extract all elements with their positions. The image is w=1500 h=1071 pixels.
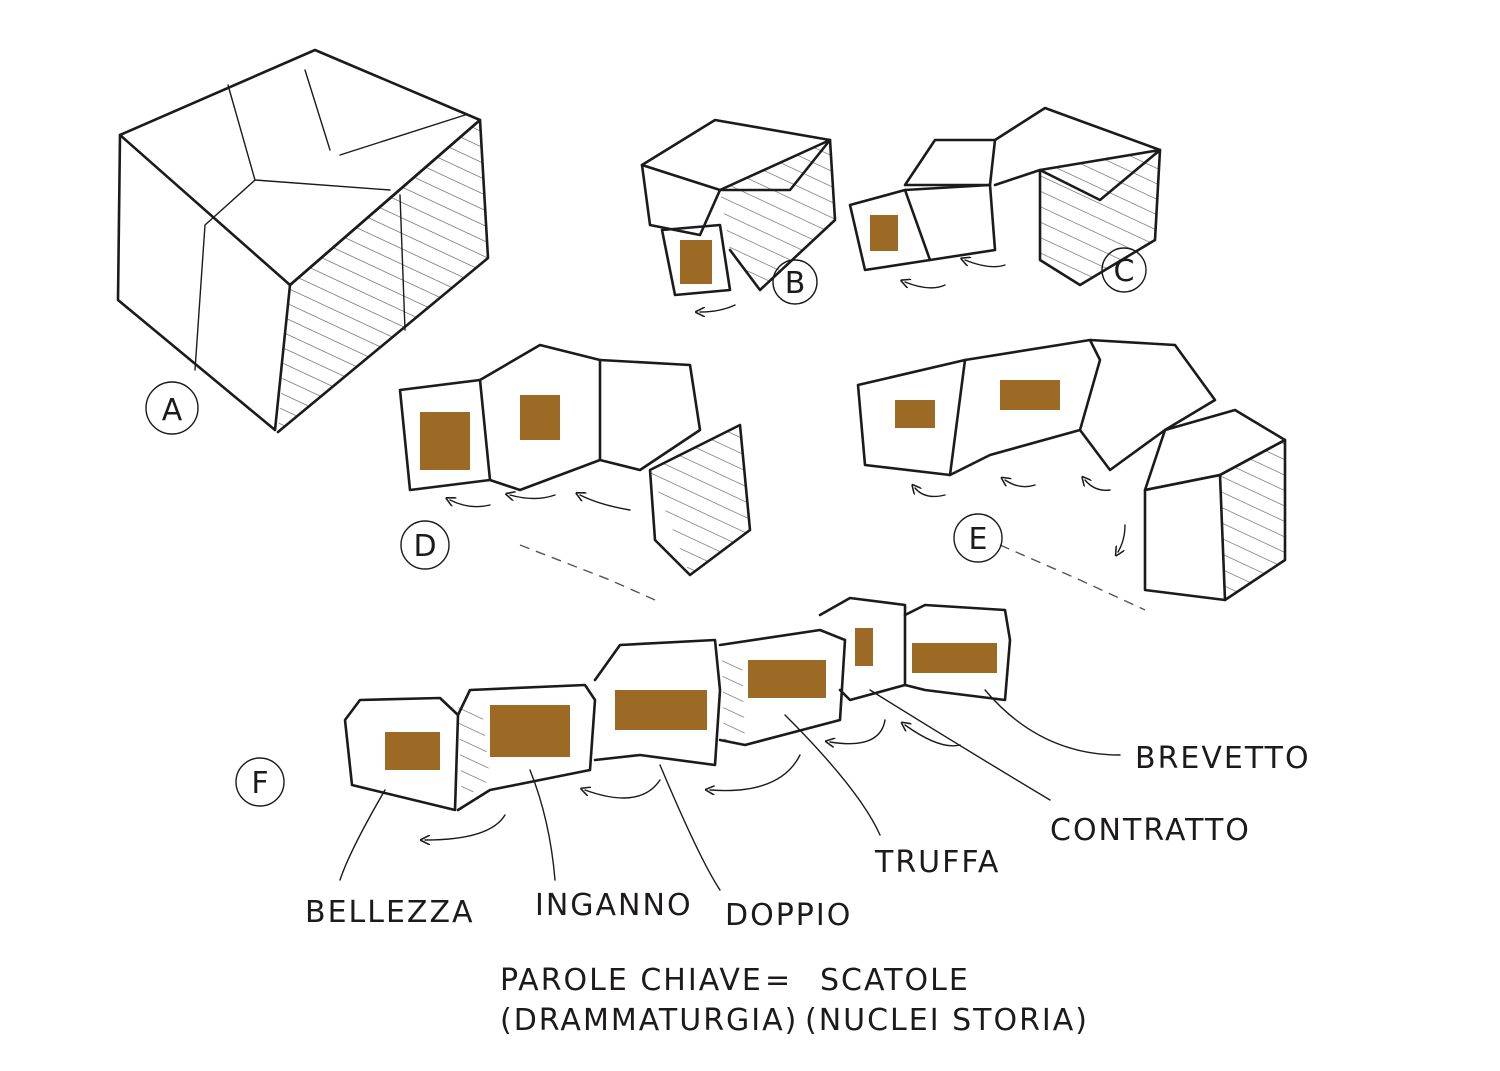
variant-b-circle	[772, 259, 818, 305]
variant-d-boxes	[398, 343, 752, 601]
variant-d-ochre-panel-2	[520, 395, 560, 440]
variant-c-ochre-panel	[870, 215, 898, 251]
variant-f-ochre-brevetto	[912, 643, 997, 673]
variant-e-boxes	[856, 338, 1287, 611]
variant-c-circle	[1101, 247, 1147, 293]
caption-nuclei-storia: (NUCLEI STORIA)	[805, 1003, 1089, 1038]
caption-scatole: SCATOLE	[820, 963, 970, 998]
variant-d-shaded-side	[650, 425, 750, 575]
variant-e-shaded-side	[1220, 440, 1285, 600]
caption-drammaturgia: (DRAMMATURGIA)	[500, 1003, 798, 1038]
variant-a-shaded-side	[278, 120, 488, 432]
variant-e-label: E	[969, 522, 988, 557]
variant-d-label: D	[413, 529, 436, 564]
variant-a-circle	[145, 381, 199, 435]
variant-e-circle	[953, 513, 1003, 563]
variant-e-ochre-panel-1	[895, 400, 935, 428]
variant-a-label: A	[162, 393, 183, 428]
keyword-doppio: DOPPIO	[725, 898, 852, 933]
variant-d-circle	[400, 520, 450, 570]
variant-a-box	[116, 48, 490, 434]
variant-c-boxes	[848, 106, 1162, 289]
variant-c-label: C	[1114, 254, 1135, 289]
variant-f-boxes	[339, 596, 1121, 891]
variant-b-boxes	[640, 118, 837, 312]
variant-f-ochre-inganno	[490, 705, 570, 757]
keyword-inganno: INGANNO	[535, 888, 693, 923]
variant-f-shaded-side-2	[722, 655, 745, 742]
keyword-contratto: CONTRATTO	[1050, 813, 1251, 848]
variant-f-shaded-side-1	[458, 700, 490, 800]
variant-f-ochre-contratto	[855, 628, 873, 666]
variant-b-label: B	[785, 266, 806, 301]
keyword-brevetto: BREVETTO	[1135, 741, 1311, 776]
caption-equals: =	[765, 963, 792, 998]
variant-f-ochre-bellezza	[385, 732, 440, 770]
variant-b-ochre-panel	[680, 240, 712, 284]
variant-f-circle	[235, 757, 285, 807]
keyword-bellezza: BELLEZZA	[305, 895, 475, 930]
variant-f-ochre-truffa	[748, 660, 826, 698]
caption-parole-chiave: PAROLE CHIAVE	[500, 963, 763, 998]
variant-f-label: F	[251, 766, 268, 801]
variant-d-ochre-panel-1	[420, 412, 470, 470]
variant-c-shaded-side	[1040, 150, 1160, 285]
variant-e-ochre-panel-2	[1000, 380, 1060, 410]
keyword-truffa: TRUFFA	[874, 845, 1000, 880]
variant-f-ochre-doppio	[615, 690, 707, 730]
